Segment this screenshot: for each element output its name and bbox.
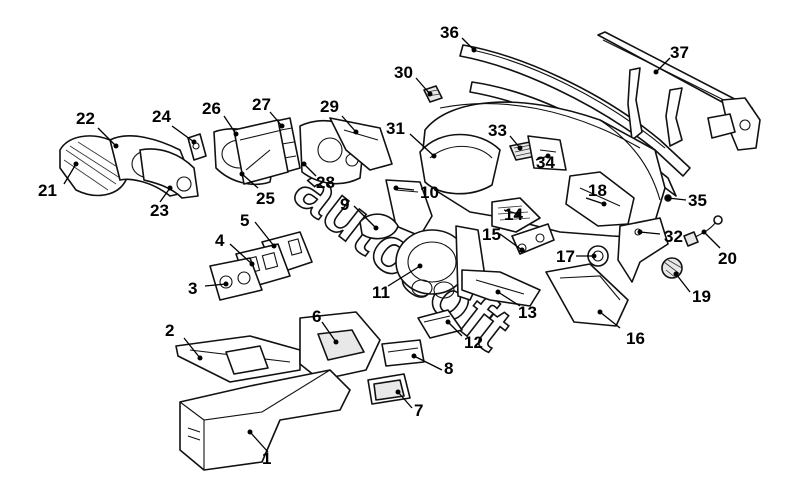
part-23-cluster-mask: [139, 148, 199, 199]
callout-1: 1: [262, 449, 271, 468]
part-2-console-trim: [175, 335, 301, 383]
callout-26: 26: [202, 99, 221, 118]
callout-20: 20: [718, 249, 737, 268]
callout-labels: 1 2 3 4 5 6 7 8 9 10 11 12 13 14 15 16 1…: [38, 23, 737, 468]
callout-5: 5: [240, 211, 249, 230]
part-25-circuit: [233, 119, 289, 185]
callout-9: 9: [340, 195, 349, 214]
callout-35: 35: [688, 191, 707, 210]
callout-8: 8: [444, 359, 453, 378]
part-30-clip: [423, 85, 443, 103]
callout-31: 31: [386, 119, 405, 138]
callout-22: 22: [76, 109, 95, 128]
callout-24: 24: [152, 107, 171, 126]
part-13-knee-bolster: [461, 269, 541, 307]
callout-21: 21: [38, 181, 57, 200]
callout-34: 34: [536, 153, 555, 172]
part-20-sensor: [683, 215, 723, 247]
part-6-console-top: [299, 311, 381, 381]
part-12-bracket: [417, 309, 463, 339]
part-15-switch-panel: [511, 223, 555, 255]
callout-27: 27: [252, 95, 271, 114]
callout-16: 16: [626, 329, 645, 348]
part-16-glovebox: [545, 263, 629, 327]
callout-30: 30: [394, 63, 413, 82]
callout-11: 11: [372, 283, 390, 302]
part-29-cluster-cover: [329, 117, 393, 171]
callout-28: 28: [316, 173, 335, 192]
part-3-switch-block: [209, 257, 263, 301]
callout-6: 6: [312, 307, 321, 326]
part-9-trim: [359, 213, 399, 240]
callout-13: 13: [518, 303, 537, 322]
callout-3: 3: [188, 279, 197, 298]
leader-lines: [63, 37, 721, 453]
callout-18: 18: [588, 181, 607, 200]
callout-23: 23: [150, 201, 169, 220]
callout-25: 25: [256, 189, 275, 208]
callout-37: 37: [670, 43, 689, 62]
callout-10: 10: [420, 183, 439, 202]
callout-12: 12: [464, 333, 483, 352]
callout-2: 2: [165, 321, 174, 340]
part-17-knob: [587, 245, 609, 267]
part-7-ashtray: [367, 373, 411, 405]
callout-14: 14: [504, 205, 523, 224]
callout-29: 29: [320, 97, 339, 116]
part-24-connector: [187, 133, 207, 161]
part-34-vent-outlet: [527, 135, 567, 171]
callout-33: 33: [488, 121, 507, 140]
part-37-support-beam: [597, 31, 761, 151]
callout-15: 15: [482, 225, 501, 244]
callout-4: 4: [215, 231, 225, 250]
part-32-end-cap: [617, 217, 669, 283]
part-8-tray: [381, 339, 425, 367]
part-1-center-console: [179, 369, 351, 471]
callout-17: 17: [556, 247, 575, 266]
callout-7: 7: [414, 401, 423, 420]
part-10-side-panel: [385, 179, 433, 237]
part-31-cluster-hood: [419, 133, 501, 195]
callout-36: 36: [440, 23, 459, 42]
callout-32: 32: [664, 227, 683, 246]
part-19-knob: [661, 257, 683, 279]
callout-19: 19: [692, 287, 711, 306]
